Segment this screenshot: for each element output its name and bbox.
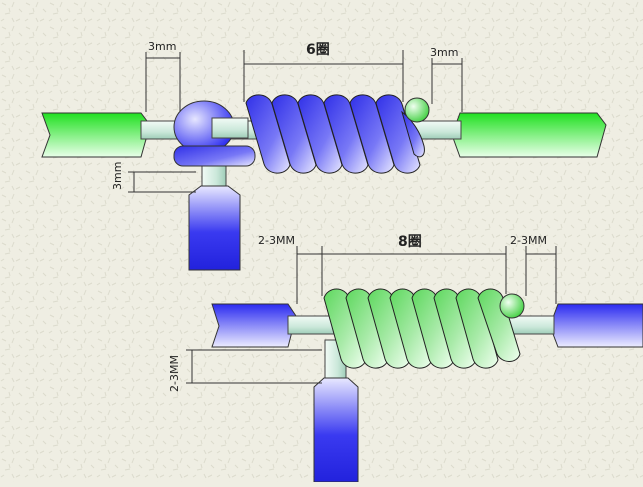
top-dimensions <box>128 50 463 193</box>
top-left-green-conductor <box>41 112 151 158</box>
bottom-wire-end <box>499 293 525 319</box>
bottom-right-gap-label: 2-3MM <box>510 234 547 247</box>
bottom-vertical-gap-label: 2-3MM <box>168 355 181 392</box>
bottom-dimensions <box>186 246 557 384</box>
top-branch-blue-conductor <box>188 185 241 271</box>
bottom-left-blue-conductor <box>211 303 297 348</box>
bottom-turns-label: 8圈 <box>398 234 422 250</box>
top-right-gap-label: 3mm <box>430 46 458 59</box>
top-turns-label: 6圈 <box>306 42 330 58</box>
top-left-gap-label: 3mm <box>148 40 176 53</box>
top-vertical-gap-label: 3mm <box>111 162 124 190</box>
top-splice: 3mm 6圈 3mm 3mm <box>41 40 607 271</box>
top-right-green-conductor <box>451 112 607 158</box>
bottom-splice: 2-3MM 8圈 2-3MM 2-3MM <box>168 234 643 483</box>
bottom-branch-blue-conductor <box>313 377 359 483</box>
bottom-right-blue-conductor <box>549 303 643 348</box>
top-knot-band <box>173 145 256 167</box>
bottom-coil <box>323 288 521 369</box>
top-coil <box>245 94 425 174</box>
top-wire-end <box>404 97 430 123</box>
bottom-left-gap-label: 2-3MM <box>258 234 295 247</box>
